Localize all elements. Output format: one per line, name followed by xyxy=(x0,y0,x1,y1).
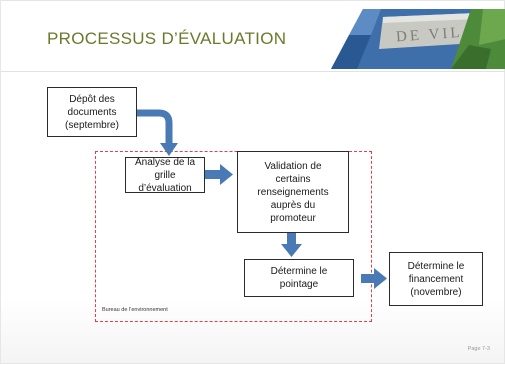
box-determine-financement: Détermine le financement (novembre) xyxy=(389,252,483,306)
page-number: Page 7-3 xyxy=(467,346,490,352)
arrow-analyse-to-validation xyxy=(205,170,221,179)
box-determine-pointage: Détermine le pointage xyxy=(244,259,354,297)
arrowhead-validation xyxy=(281,244,302,257)
slide-header: PROCESSUS D’ÉVALUATION DE VIL xyxy=(1,1,505,71)
arrowhead-analyse xyxy=(220,164,233,185)
header-divider xyxy=(1,71,505,72)
slide-title: PROCESSUS D’ÉVALUATION xyxy=(47,29,287,48)
arrow-depot-to-analyse xyxy=(137,109,173,144)
banner-image: DE VIL xyxy=(331,9,505,69)
evaluation-region xyxy=(95,151,372,322)
box-validation-renseignements: Validation de certains renseignements au… xyxy=(237,151,349,233)
box-depot-documents: Dépôt des documents (septembre) xyxy=(47,87,137,137)
arrow-pointage-to-financement xyxy=(361,274,375,283)
arrowhead-depot xyxy=(160,143,178,156)
arrow-validation-to-pointage xyxy=(287,233,296,245)
arrowhead-pointage xyxy=(374,268,387,289)
box-analyse-grille: Analyse de la grille d’évaluation xyxy=(125,157,205,194)
banner-lettering: DE VIL xyxy=(396,25,463,46)
region-label: Bureau de l’environnement xyxy=(102,307,168,313)
